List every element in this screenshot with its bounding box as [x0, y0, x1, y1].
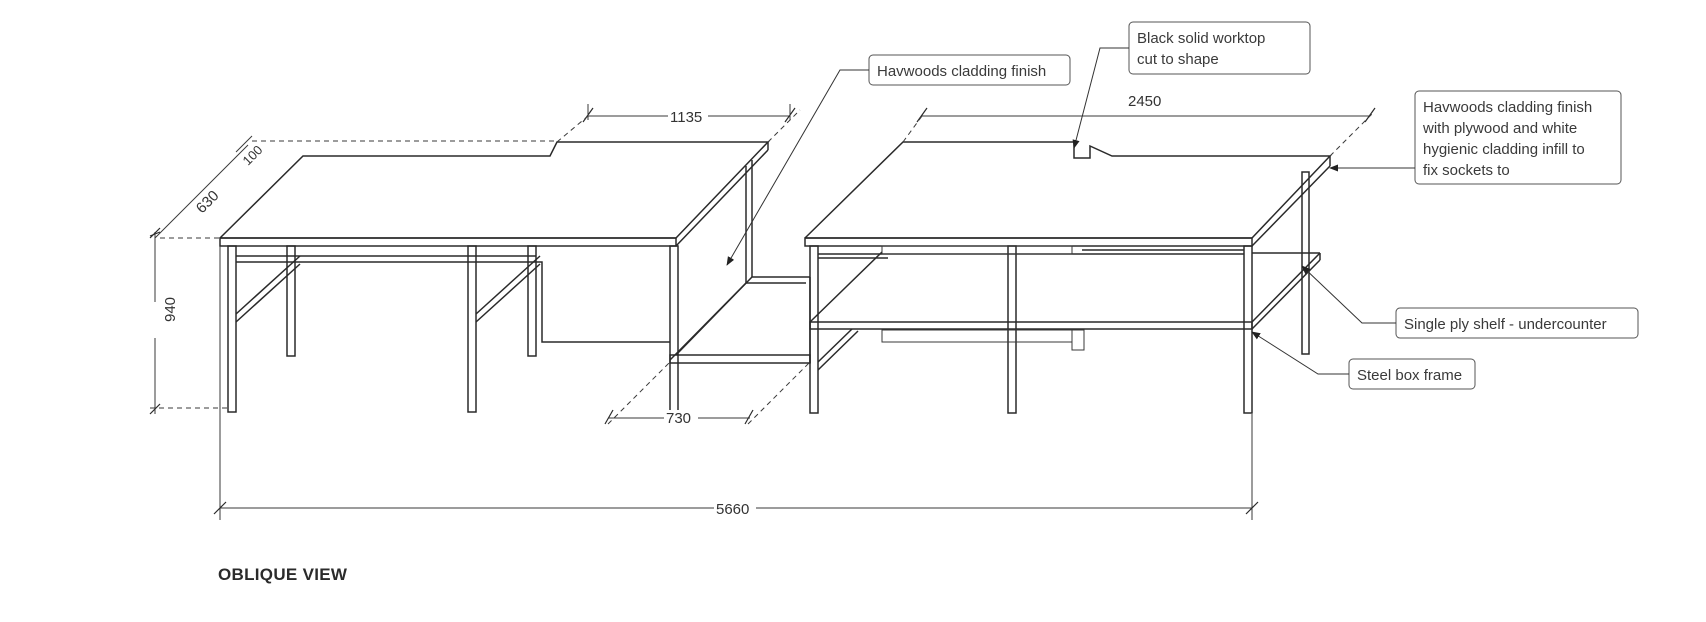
callouts: Havwoods cladding finish Black solid wor…	[726, 21, 1639, 390]
dim-940: 940	[162, 297, 179, 322]
callout-havwoods-plywood-line4: fix sockets to	[1423, 162, 1510, 179]
left-worktop-top	[219, 141, 770, 239]
callout-havwoods-plywood-line3: hygienic cladding infill to	[1423, 141, 1585, 158]
right-legs	[809, 171, 1310, 414]
dim-5660: 5660	[716, 501, 749, 518]
dim-2450: 2450	[1128, 93, 1161, 110]
right-worktop-top	[804, 141, 1332, 239]
right-worktop-edge	[804, 237, 1253, 247]
callout-havwoods-plywood	[1414, 90, 1622, 185]
callout-black-worktop-line2: cut to shape	[1137, 51, 1219, 68]
dim-100: 100	[240, 142, 266, 168]
view-title: OBLIQUE VIEW	[218, 565, 348, 584]
callout-single-ply-shelf-text: Single ply shelf - undercounter	[1404, 316, 1607, 333]
callout-black-worktop-line1: Black solid worktop	[1137, 30, 1265, 47]
left-unit	[219, 141, 811, 413]
callout-steel-box-frame-text: Steel box frame	[1357, 367, 1462, 384]
callout-havwoods-cladding-text: Havwoods cladding finish	[877, 63, 1046, 80]
dimension-lines: 1135 2450 630 100 940 730	[146, 93, 1376, 520]
left-legs	[227, 245, 679, 413]
callout-havwoods-plywood-line2: with plywood and white	[1422, 120, 1577, 137]
dim-1135: 1135	[670, 109, 702, 126]
left-worktop-edge	[219, 237, 677, 247]
undercounter-shelf	[809, 251, 1321, 330]
dim-730: 730	[666, 410, 691, 427]
callout-havwoods-plywood-line1: Havwoods cladding finish	[1423, 99, 1592, 116]
dim-630: 630	[193, 187, 223, 217]
right-unit	[804, 141, 1332, 414]
cladding-panel	[669, 160, 811, 364]
